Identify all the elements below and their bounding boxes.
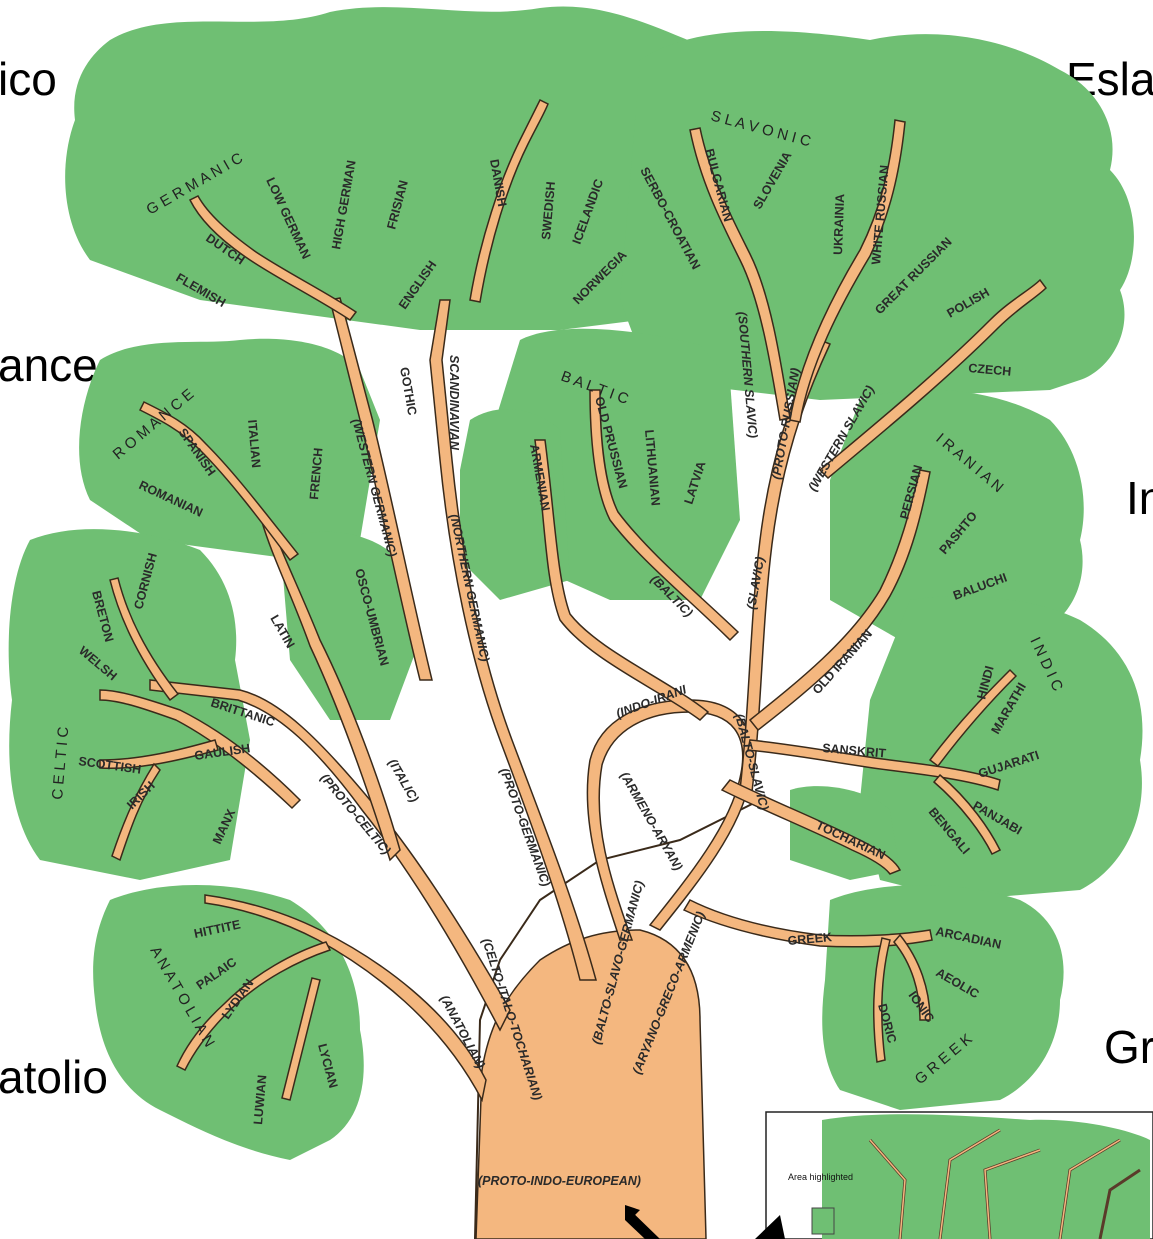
label-gothic: GOTHIC — [397, 366, 419, 416]
label-italic: (ITALIC) — [385, 757, 421, 805]
label-scandinavian: SCANDINAVIAN — [447, 355, 461, 451]
inset-note: Area highlighted — [788, 1172, 853, 1182]
label-proto-indo-european: (PROTO-INDO-EUROPEAN) — [478, 1174, 641, 1188]
label-ukrainia: UKRAINIA — [831, 194, 847, 256]
label-armeno-aryan: (ARMENO-ARYAN) — [617, 770, 685, 873]
inset-map: Area highlighted — [766, 1112, 1153, 1239]
